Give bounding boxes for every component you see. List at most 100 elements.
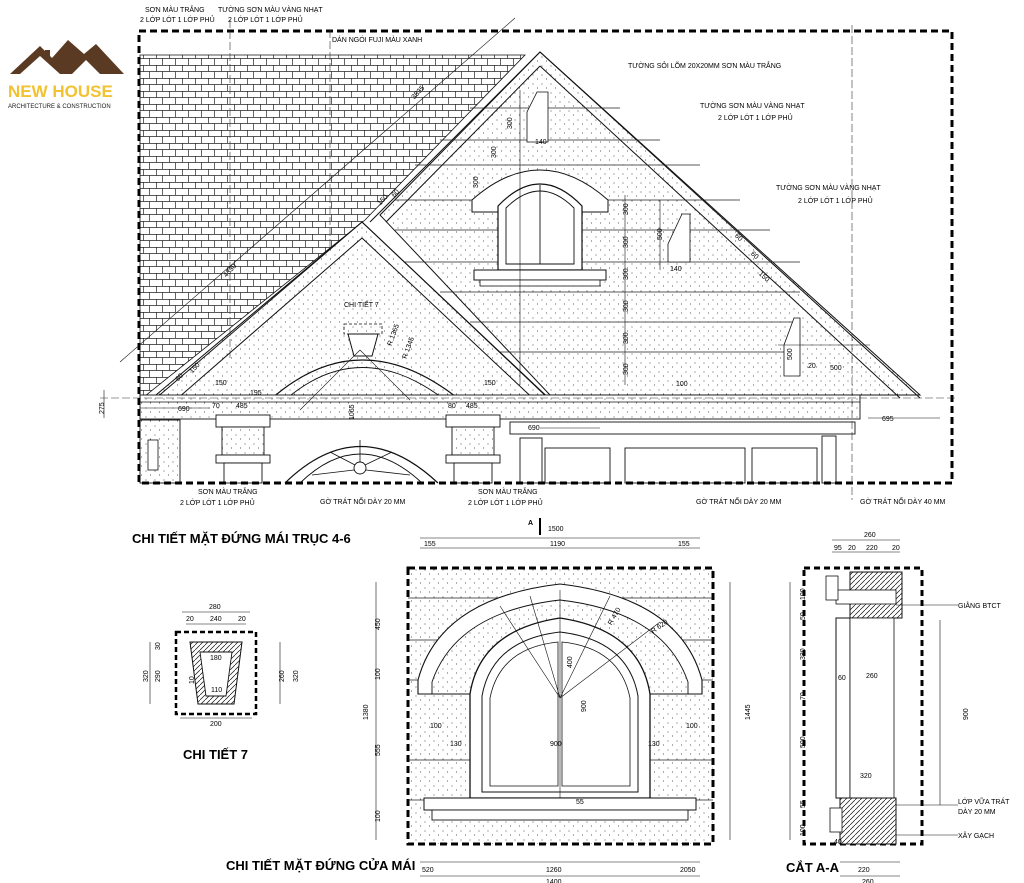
note-coat-top-2: 2 LỚP LÓT 1 LỚP PHỦ: [228, 15, 303, 24]
dm-520: 520: [422, 867, 434, 874]
dm-155b: 155: [678, 541, 690, 548]
dormer-title: CHI TIẾT MẶT ĐỨNG CỬA MÁI: [226, 858, 415, 873]
dim-300: 300: [623, 268, 630, 280]
dm-55: 55: [576, 799, 584, 806]
s-260: 260: [864, 532, 876, 539]
dim-195: 195: [250, 390, 262, 397]
note-white-paint-left: SƠN MÀU TRẮNG: [198, 487, 258, 496]
column-right: [445, 414, 501, 484]
dim-140: 140: [535, 139, 547, 146]
dim-60: 60: [749, 251, 760, 261]
s-100b: 100: [800, 824, 807, 836]
dm-130b: 130: [648, 741, 660, 748]
dim-140: 140: [670, 266, 682, 273]
note-detail7-ref: CHI TIẾT 7: [344, 299, 379, 309]
dm-155: 155: [424, 541, 436, 548]
s-note-thick: DÀY 20 MM: [958, 807, 996, 816]
detail7-title: CHI TIẾT 7: [183, 747, 248, 762]
s-95: 95: [834, 545, 842, 552]
dm-100d: 100: [686, 723, 698, 730]
d7-200: 200: [210, 721, 222, 728]
dm-450: 450: [375, 618, 382, 630]
note-white-paint-mid: SƠN MÀU TRẮNG: [478, 487, 538, 496]
elevation-title: CHI TIẾT MẶT ĐỨNG MÁI TRỤC 4-6: [132, 531, 351, 546]
dim-300: 300: [473, 176, 480, 188]
dim-150: 150: [484, 380, 496, 387]
dm-1445: 1445: [745, 704, 752, 720]
dim-500: 500: [787, 348, 794, 360]
note-trim40: GỜ TRÁT NỔI DÀY 40 MM: [860, 497, 946, 506]
dm-555: 555: [375, 744, 382, 756]
dim-150: 150: [215, 380, 227, 387]
d7-260: 260: [279, 670, 286, 682]
s-20b: 20: [892, 545, 900, 552]
dim-695: 695: [882, 416, 894, 423]
dm-1400: 1400: [546, 879, 562, 883]
d7-110: 110: [211, 687, 222, 694]
dm-2050: 2050: [680, 867, 696, 874]
note-yellow-wall-3: TƯỜNG SƠN MÀU VÀNG NHẠT: [776, 183, 881, 192]
s-260b: 260: [866, 673, 878, 680]
dim-500: 500: [657, 228, 664, 240]
dim-690: 690: [528, 425, 540, 432]
s-note-brick: XÂY GẠCH: [958, 831, 994, 840]
gable-dormer: [471, 169, 609, 287]
dim-690: 690: [178, 406, 190, 413]
note-yellow-wall-2: TƯỜNG SƠN MÀU VÀNG NHẠT: [700, 101, 805, 110]
dm-130: 130: [450, 741, 462, 748]
note-trim20-right: GỜ TRÁT NỔI DÀY 20 MM: [696, 497, 782, 506]
dm-100: 100: [375, 668, 382, 680]
dim-60: 60: [733, 233, 744, 243]
dim-300: 300: [623, 332, 630, 344]
dm-100b: 100: [375, 810, 382, 822]
s-70: 70: [800, 692, 807, 700]
d7-10: 10: [189, 676, 196, 684]
roof-elevation: SƠN MÀU TRẮNG 2 LỚP LÓT 1 LỚP PHỦ TƯỜNG …: [99, 5, 955, 546]
s-55: 55: [800, 800, 807, 808]
dm-900v: 900: [581, 700, 588, 712]
d7-320b: 320: [293, 670, 300, 682]
d7-20: 20: [186, 616, 194, 623]
note-coat-mid: 2 LỚP LÓT 1 LỚP PHỦ: [468, 498, 543, 507]
dm-900: 900: [550, 741, 562, 748]
s-320: 320: [860, 773, 872, 780]
d7-240: 240: [210, 616, 222, 623]
section-title: CẮT A-A: [786, 860, 840, 875]
dim-275: 275: [99, 402, 106, 414]
s-60: 60: [838, 675, 846, 682]
note-coat-3: 2 LỚP LÓT 1 LỚP PHỦ: [798, 196, 873, 205]
note-coat-2: 2 LỚP LÓT 1 LỚP PHỦ: [718, 113, 793, 122]
dim-70: 70: [212, 403, 220, 410]
s-330: 330: [800, 648, 807, 660]
s-220b: 220: [858, 867, 870, 874]
note-trim20-left: GỜ TRÁT NỔI DÀY 20 MM: [320, 497, 406, 506]
s-100: 100: [800, 588, 807, 600]
dm-1500: 1500: [548, 526, 564, 533]
note-roof-tile: DÁN NGÓI FUJI MÀU XANH: [332, 35, 422, 44]
s-220: 220: [866, 545, 878, 552]
dim-60: 60: [175, 372, 186, 383]
dm-1260: 1260: [546, 867, 562, 874]
note-white-paint-top: SƠN MÀU TRẮNG: [145, 5, 205, 14]
dm-1190: 1190: [550, 541, 565, 548]
company-logo: NEW HOUSE ARCHITECTURE & CONSTRUCTION: [6, 40, 126, 110]
dim-300: 300: [623, 236, 630, 248]
s-260c: 260: [862, 879, 874, 883]
note-yellow-wall-top: TƯỜNG SƠN MÀU VÀNG NHẠT: [218, 5, 323, 14]
s-40: 40: [834, 839, 842, 846]
d7-290: 290: [155, 670, 162, 682]
dim-485: 485: [466, 403, 478, 410]
d7-20b: 20: [238, 616, 246, 623]
dm-100c: 100: [430, 723, 442, 730]
dim-80: 80: [448, 403, 456, 410]
dim-300: 300: [623, 203, 630, 215]
dim-485: 485: [236, 403, 248, 410]
dim-20: 20: [808, 363, 816, 370]
dim-300: 300: [491, 146, 498, 158]
dormer-elevation: 1500 1190 155 155 450 100 1380 555 100 1…: [226, 518, 752, 883]
section-mark-a: A: [528, 520, 533, 527]
d7-280: 280: [209, 604, 221, 611]
s-50: 50: [800, 612, 807, 620]
d7-180: 180: [210, 655, 222, 662]
